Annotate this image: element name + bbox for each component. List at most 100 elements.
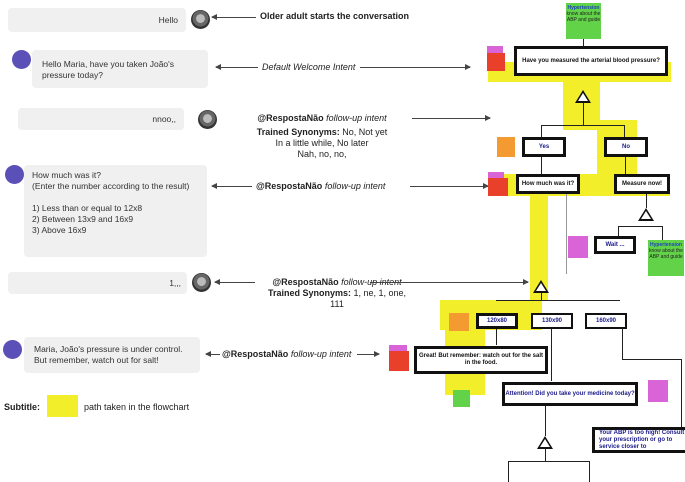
legend-label: Subtitle:: [4, 402, 40, 412]
intent-name: @RespostaNão: [256, 181, 323, 191]
connector-line: [624, 125, 625, 137]
user-avatar: [192, 273, 211, 292]
annotation-start: Older adult starts the conversation: [260, 11, 409, 22]
path-highlight: [563, 80, 600, 130]
message-line: How much was it?: [32, 170, 101, 180]
connector-line: [646, 194, 647, 208]
user-avatar: [191, 10, 210, 29]
answer-no: No: [604, 137, 648, 157]
bot-avatar-icon: [3, 340, 22, 359]
intent-name: @RespostaNão: [272, 277, 339, 287]
connector-line: [541, 293, 542, 300]
message-abp-high: Your ABP is too high! Consult your presc…: [592, 427, 685, 453]
connector-line: [545, 406, 546, 436]
synonyms-line: Nah, no, no,: [297, 149, 347, 159]
arrow-to-flowchart: [410, 183, 489, 189]
synonyms: No, Not yet: [342, 127, 388, 137]
hypertension-card: Hypertension know about the ABP and guid…: [566, 3, 601, 39]
box-text: Attention! Did you take your medicine to…: [505, 390, 635, 397]
bot-message-welcome: Hello Maria, have you taken João's press…: [32, 50, 208, 88]
bot-message-result: Maria, João's pressure is under control.…: [24, 337, 200, 373]
connector-line: [622, 359, 682, 360]
green-square: [453, 390, 470, 407]
synonyms-label: Trained Synonyms:: [267, 288, 351, 298]
annotation-text: Default Welcome Intent: [262, 62, 356, 72]
arrow-to-flowchart: [357, 351, 380, 357]
action-measure-now: Measure now!: [614, 174, 670, 194]
decision-triangle: [537, 436, 553, 449]
arrow-to-chat: [214, 279, 255, 285]
box-text: 120x80: [486, 317, 508, 324]
synonyms-line: In a little while, No later: [275, 138, 369, 148]
magenta-square: [488, 172, 504, 178]
intent-type: follow-up intent: [324, 181, 386, 191]
connector-line: [496, 300, 620, 301]
question-measured-abp: Have you measured the arterial blood pre…: [514, 46, 668, 76]
connector-line: [508, 461, 509, 482]
action-wait: Wait ...: [594, 236, 636, 254]
annotation-result-intent: @RespostaNão follow-up intent: [222, 349, 351, 360]
connector-line: [551, 329, 552, 381]
answer-yes: Yes: [522, 137, 566, 157]
box-text: Great! But remember: watch out for the s…: [418, 353, 544, 366]
synonyms: 1, ne, 1, one, 111: [330, 288, 407, 309]
arrow-to-chat: [211, 183, 252, 189]
message-line: 2) Between 13x9 and 16x9: [32, 214, 134, 224]
card-body: know about the ABP and guide: [649, 248, 683, 260]
arrow-to-chat: [215, 64, 258, 70]
box-text: Measure now!: [621, 180, 662, 187]
red-square: [488, 178, 508, 196]
path-highlight: [530, 190, 548, 300]
message-text: Hello Maria, have you taken João's press…: [42, 59, 175, 80]
annotation-text: Older adult starts the conversation: [260, 11, 410, 21]
magenta-square: [389, 345, 407, 351]
orange-square: [449, 313, 469, 331]
box-text: How much was it?: [521, 180, 575, 187]
message-text: 1,,,: [169, 278, 181, 288]
connector-line: [618, 226, 663, 227]
annotation-how-much-intent: @RespostaNão follow-up intent: [256, 181, 385, 192]
range-mid: 130x90: [531, 313, 573, 329]
hypertension-card: Hypertension know about the ABP and guid…: [648, 240, 684, 276]
connector-line: [622, 329, 623, 359]
user-message-number: 1,,,: [8, 272, 187, 294]
bot-message-how-much: How much was it? (Enter the number accor…: [24, 165, 207, 257]
connector-line: [496, 329, 497, 345]
intent-name: @RespostaNão: [222, 349, 289, 359]
intent-type: follow-up intent: [326, 113, 387, 123]
connector-line: [583, 103, 584, 125]
arrow-to-flowchart: [412, 115, 491, 121]
connector-line: [541, 157, 542, 175]
decision-triangle: [533, 280, 549, 293]
message-line: 1) Less than or equal to 12x8: [32, 203, 143, 213]
synonyms-label: Trained Synonyms:: [256, 127, 340, 137]
arrow-to-flowchart: [360, 64, 471, 70]
message-line: [32, 192, 199, 203]
card-body: know about the ABP and guide: [566, 11, 601, 23]
orange-square: [497, 137, 515, 157]
connector-line: [508, 461, 590, 462]
magenta-square: [487, 46, 503, 53]
card-title: Hypertension: [567, 5, 600, 11]
connector-line: [618, 226, 619, 236]
connector-line: [625, 157, 626, 175]
bot-avatar-icon: [12, 50, 31, 69]
box-text: No: [622, 143, 630, 150]
connector-line: [545, 449, 546, 461]
box-text: Wait ...: [605, 241, 625, 248]
box-text: Have you measured the arterial blood pre…: [522, 57, 660, 64]
message-line: 3) Above 16x9: [32, 225, 87, 235]
box-text: Yes: [538, 143, 550, 150]
range-high: 160x90: [585, 313, 627, 329]
message-text: nnoo,,: [152, 114, 176, 124]
message-text: Maria, João's pressure is under control.…: [34, 344, 183, 365]
arrow-to-chat: [205, 351, 220, 357]
annotation-welcome: Default Welcome Intent: [262, 62, 355, 73]
red-square: [487, 53, 505, 71]
box-text: Your ABP is too high! Consult your presc…: [599, 429, 685, 450]
annotation-no-intent: @RespostaNão follow-up intent Trained Sy…: [252, 113, 392, 160]
decision-triangle: [575, 90, 591, 103]
connector-line: [589, 461, 590, 482]
intent-name: @RespostaNão: [257, 113, 324, 123]
connector-line: [541, 125, 625, 126]
